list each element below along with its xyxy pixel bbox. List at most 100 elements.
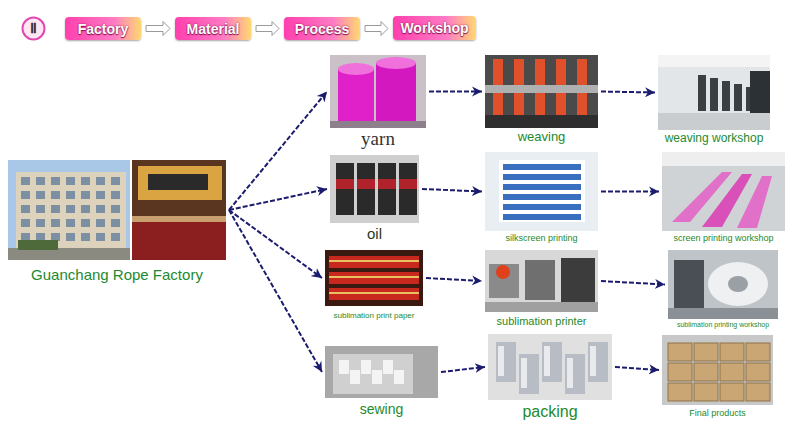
photo-shape xyxy=(378,163,396,215)
photo-shape xyxy=(737,176,772,228)
photo-shape xyxy=(357,179,375,189)
photo-shape xyxy=(561,258,595,302)
photo-shape xyxy=(338,69,374,125)
photo-shape xyxy=(81,191,90,199)
photo-shape xyxy=(503,214,581,220)
photo-shape xyxy=(336,179,354,189)
photo-shape xyxy=(590,346,596,376)
photo-shape xyxy=(658,55,770,67)
flow-arrow xyxy=(229,210,322,278)
photo-shape xyxy=(668,308,778,319)
step-tab: Process xyxy=(284,17,360,40)
photo-shape xyxy=(350,370,360,384)
photo-caption: sewing xyxy=(360,401,404,417)
photo-shape xyxy=(503,204,581,210)
photo-shape xyxy=(325,346,438,398)
photo-shape xyxy=(694,363,718,381)
photo-shape xyxy=(668,250,778,319)
photo-shape xyxy=(485,115,598,128)
section-badge: Ⅱ xyxy=(21,16,46,41)
photo-shape xyxy=(519,354,539,394)
photo-shape xyxy=(330,55,426,128)
photo-shape xyxy=(376,63,416,125)
photo-shape xyxy=(376,57,416,69)
photo-shape xyxy=(329,256,419,268)
photo-shape xyxy=(694,343,718,361)
photo-shape xyxy=(544,346,550,376)
photo-shape xyxy=(485,85,598,93)
photo-shape xyxy=(361,360,371,374)
photo xyxy=(488,334,612,400)
photo-box: packing xyxy=(488,334,612,400)
photo-shape xyxy=(338,63,374,75)
photo-shape xyxy=(668,383,692,401)
photo-shape xyxy=(485,55,598,128)
photo-shape xyxy=(750,71,770,115)
photo-shape xyxy=(357,163,375,215)
photo-shape xyxy=(488,334,612,400)
photo-shape xyxy=(525,260,555,300)
photo-box: sublimation print paper xyxy=(325,250,423,306)
photo-shape xyxy=(746,383,770,401)
photo xyxy=(668,250,778,319)
photo-caption: screen printing workshop xyxy=(673,233,773,243)
hollow-arrow xyxy=(365,22,388,36)
photo-shape xyxy=(66,219,75,227)
section-numeral: Ⅱ xyxy=(30,20,37,37)
photo-shape xyxy=(132,216,226,222)
photo-box: sewing xyxy=(325,346,438,398)
photo xyxy=(8,160,226,260)
photo-shape xyxy=(565,354,585,394)
photo-shape xyxy=(372,370,382,384)
photo-shape xyxy=(499,160,585,222)
photo-shape xyxy=(378,179,396,189)
photo-shape xyxy=(21,177,30,185)
photo-shape xyxy=(485,302,598,312)
photo-shape xyxy=(503,164,581,170)
photo-box: yarn xyxy=(330,55,426,128)
photo-caption: sublimation printing workshop xyxy=(677,321,769,329)
photo-shape xyxy=(521,358,527,388)
photo-shape xyxy=(21,191,30,199)
photo-box: oil xyxy=(330,155,419,223)
photo-shape xyxy=(111,233,120,241)
photo-shape xyxy=(132,160,226,260)
photo-shape xyxy=(111,205,120,213)
photo-shape xyxy=(674,260,704,310)
photo-shape xyxy=(36,177,45,185)
photo-shape xyxy=(329,260,419,262)
photo-shape xyxy=(36,219,45,227)
photo-shape xyxy=(588,342,608,382)
photo-shape xyxy=(658,113,770,130)
photo-shape xyxy=(81,219,90,227)
flow-arrow xyxy=(429,91,482,93)
photo-shape xyxy=(662,335,773,405)
photo-shape xyxy=(51,191,60,199)
photo-shape xyxy=(81,205,90,213)
photo-box: weaving workshop xyxy=(658,55,770,130)
photo-shape xyxy=(96,219,105,227)
photo-shape xyxy=(96,233,105,241)
photo-shape xyxy=(668,363,692,381)
photo xyxy=(485,55,598,128)
photo xyxy=(325,250,423,306)
photo xyxy=(662,152,785,231)
photo-shape xyxy=(66,177,75,185)
photo-shape xyxy=(489,264,519,298)
photo-caption: weaving xyxy=(518,130,566,145)
photo xyxy=(662,335,773,405)
photo-shape xyxy=(36,233,45,241)
photo-caption: sublimation printer xyxy=(497,315,587,328)
photo-shape xyxy=(21,205,30,213)
photo-shape xyxy=(720,363,744,381)
photo-shape xyxy=(503,194,581,200)
photo-shape xyxy=(111,177,120,185)
photo xyxy=(330,55,426,128)
photo-shape xyxy=(399,163,417,215)
photo-shape xyxy=(36,205,45,213)
photo-shape xyxy=(51,219,60,227)
photo-shape xyxy=(51,233,60,241)
photo-shape xyxy=(51,205,60,213)
step-tab: Workshop xyxy=(393,16,476,40)
